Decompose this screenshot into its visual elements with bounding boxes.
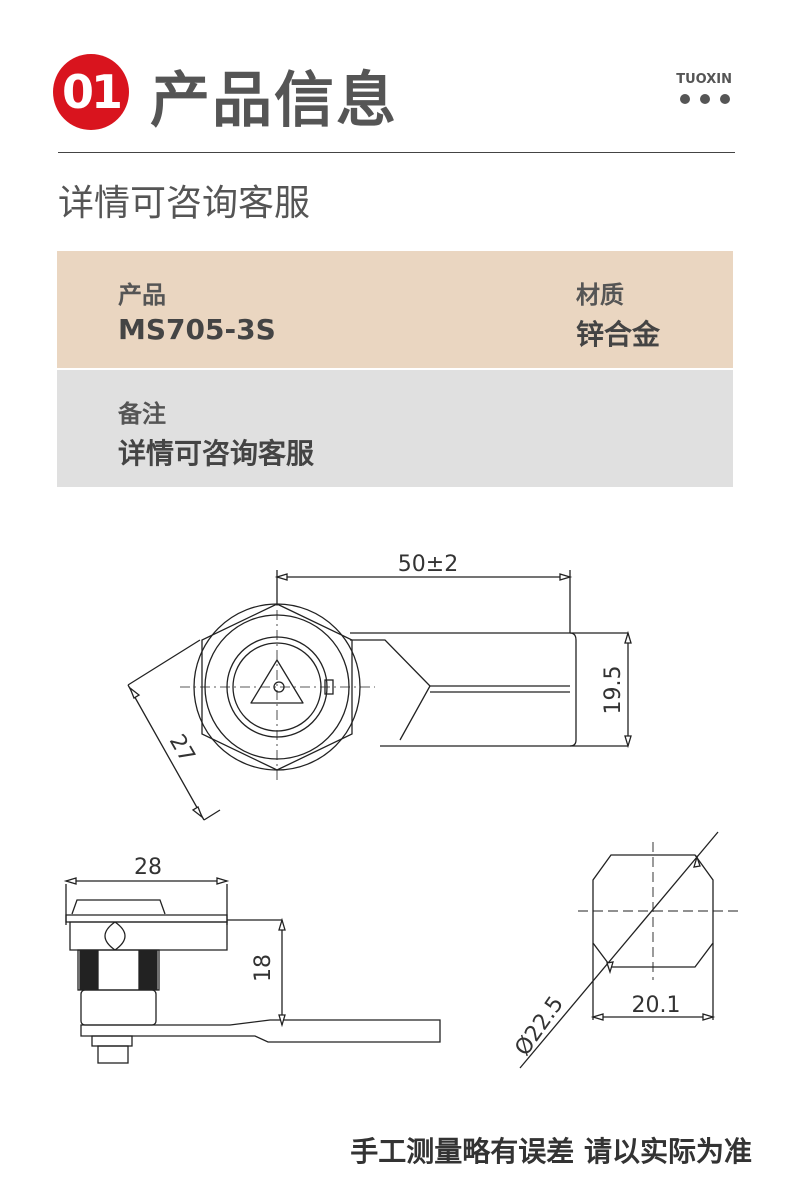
top-view: 50±2 19.5 27 bbox=[127, 552, 632, 821]
dim-flat: 20.1 bbox=[632, 993, 681, 1018]
dim-diag: 27 bbox=[164, 730, 200, 767]
page-title: 产品信息 bbox=[150, 66, 398, 136]
note-label: 备注 bbox=[118, 400, 166, 428]
dim-diameter: Ø22.5 bbox=[510, 992, 569, 1061]
technical-drawing: 50±2 19.5 27 28 18 20.1 Ø22.5 bbox=[63, 552, 738, 1069]
dim-head: 28 bbox=[134, 855, 162, 880]
product-label: 产品 bbox=[118, 281, 166, 309]
dim-length: 50±2 bbox=[398, 552, 458, 577]
product-value: MS705-3S bbox=[118, 313, 276, 346]
dots-icon bbox=[680, 94, 730, 104]
footer-disclaimer: 手工测量略有误差 请以实际为准 bbox=[350, 1135, 752, 1168]
subtitle: 详情可咨询客服 bbox=[58, 183, 311, 224]
divider bbox=[58, 152, 735, 153]
brand-label: TUOXIN bbox=[676, 72, 732, 87]
section-number-badge: 01 bbox=[53, 54, 129, 130]
cutout-view: 20.1 Ø22.5 bbox=[510, 831, 738, 1069]
material-value: 锌合金 bbox=[576, 318, 661, 351]
dim-height: 18 bbox=[251, 954, 276, 982]
material-label: 材质 bbox=[576, 281, 624, 309]
side-view: 28 18 bbox=[63, 855, 441, 1064]
note-card: 备注 详情可咨询客服 bbox=[57, 370, 733, 487]
note-value: 详情可咨询客服 bbox=[118, 437, 315, 470]
product-info-card: 产品 MS705-3S 材质 锌合金 bbox=[57, 251, 733, 368]
dim-width: 19.5 bbox=[601, 666, 626, 715]
